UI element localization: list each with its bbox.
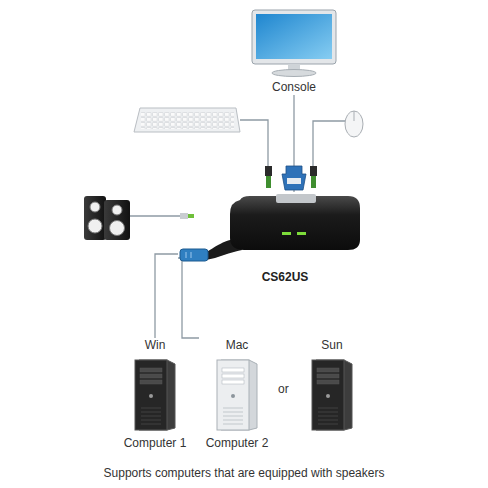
monitor-bezel bbox=[252, 10, 336, 64]
computer-label: Computer 2 bbox=[206, 436, 269, 451]
speaker bbox=[104, 200, 130, 240]
computer-node: WinComputer 1 bbox=[117, 338, 193, 451]
power-button bbox=[326, 394, 330, 398]
usb-plug bbox=[265, 166, 272, 176]
monitor-base bbox=[272, 70, 316, 77]
vent-line bbox=[318, 408, 338, 409]
usb-plug-tip bbox=[311, 176, 316, 188]
vent-line bbox=[223, 424, 243, 425]
mouse-cable bbox=[313, 121, 345, 168]
monitor-screen bbox=[256, 14, 332, 59]
tower-dark-icon bbox=[308, 356, 356, 432]
cable bbox=[178, 258, 199, 338]
speaker-cone bbox=[110, 221, 125, 236]
alternative-note: or bbox=[278, 382, 289, 397]
drive-bay bbox=[317, 368, 339, 372]
drive-bay bbox=[140, 380, 162, 384]
tower-front bbox=[312, 360, 344, 430]
speaker bbox=[84, 196, 106, 240]
tower-front bbox=[217, 360, 249, 430]
kvm-switch-node: CS62US bbox=[178, 192, 362, 285]
connector-ridge bbox=[186, 252, 187, 258]
computer-node: MacComputer 2 bbox=[199, 338, 275, 451]
keyboard-keys bbox=[141, 112, 234, 129]
monitor-icon bbox=[244, 8, 344, 78]
tower-white-icon bbox=[213, 356, 261, 432]
vent-line bbox=[141, 408, 161, 409]
os-label: Win bbox=[145, 338, 166, 353]
kvm-port-panel bbox=[276, 194, 316, 203]
vent-line bbox=[223, 416, 243, 417]
audio-jack bbox=[180, 213, 188, 219]
vent-line bbox=[318, 412, 338, 413]
vent-line bbox=[318, 424, 338, 425]
led bbox=[282, 232, 291, 235]
usb-connector bbox=[180, 249, 208, 261]
vent-line bbox=[223, 420, 243, 421]
speaker-cable bbox=[130, 215, 180, 216]
cable bbox=[155, 254, 178, 338]
vent-line bbox=[223, 408, 243, 409]
drive-bay bbox=[317, 380, 339, 384]
drive-bay bbox=[222, 374, 244, 378]
led bbox=[297, 232, 306, 235]
speaker-cone bbox=[88, 219, 102, 233]
computer-node: Sun bbox=[294, 338, 370, 432]
vga-plug-pins bbox=[287, 178, 301, 184]
power-button bbox=[231, 394, 235, 398]
vent-line bbox=[223, 412, 243, 413]
caption: Supports computers that are equipped wit… bbox=[0, 466, 488, 481]
device-label: Console bbox=[272, 80, 316, 95]
vent-line bbox=[318, 420, 338, 421]
vent-line bbox=[318, 416, 338, 417]
console-node: Console bbox=[244, 8, 344, 95]
drive-bay bbox=[222, 380, 244, 384]
audio-jack-tip bbox=[188, 214, 194, 218]
tower-dark-icon bbox=[131, 356, 179, 432]
connector-ridge bbox=[191, 252, 192, 258]
tower-front bbox=[135, 360, 167, 430]
speaker-cone bbox=[90, 202, 100, 212]
vga-plug bbox=[282, 166, 306, 190]
keyboard-cable bbox=[240, 120, 268, 168]
keyboard bbox=[134, 108, 240, 132]
mouse-button-line bbox=[354, 111, 355, 121]
drive-bay bbox=[222, 368, 244, 372]
kvm-body bbox=[230, 196, 360, 250]
vent-line bbox=[141, 424, 161, 425]
usb-plug-tip bbox=[266, 176, 271, 188]
vent-line bbox=[141, 412, 161, 413]
kvm-icon bbox=[178, 192, 362, 268]
drive-bay bbox=[140, 368, 162, 372]
vent-line bbox=[141, 420, 161, 421]
os-label: Mac bbox=[226, 338, 249, 353]
usb-plug bbox=[310, 166, 317, 176]
drive-bay bbox=[140, 374, 162, 378]
vent-line bbox=[141, 416, 161, 417]
model-name: CS62US bbox=[262, 270, 309, 285]
computer-label: Computer 1 bbox=[124, 436, 187, 451]
speaker-cone bbox=[112, 205, 122, 215]
mouse bbox=[345, 111, 363, 137]
drive-bay bbox=[317, 374, 339, 378]
power-button bbox=[149, 394, 153, 398]
os-label: Sun bbox=[321, 338, 342, 353]
